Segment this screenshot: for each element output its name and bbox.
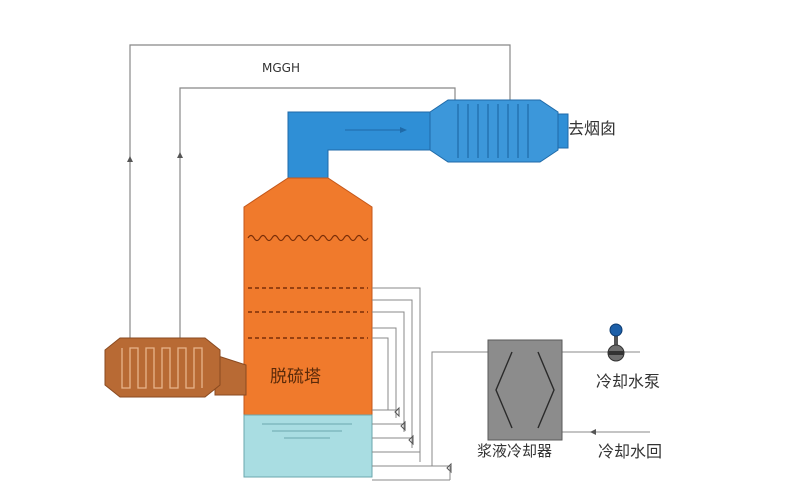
mggh-loop-pipes <box>129 44 511 340</box>
to-chimney-label: 去烟囱 <box>568 119 617 138</box>
mggh-label: MGGH <box>262 61 300 75</box>
tower-label: 脱硫塔 <box>270 367 321 387</box>
spray-levels <box>248 287 368 339</box>
flow-arrow-icon <box>590 429 596 435</box>
desulfurization-tower <box>243 177 373 478</box>
heat-exchanger-icon <box>104 337 247 398</box>
cooling-pump-label: 冷却水泵 <box>596 372 661 391</box>
slurry-cooler-label: 浆液冷却器 <box>477 442 553 460</box>
pump-icon <box>607 323 625 362</box>
flow-arrow-icon <box>127 152 183 162</box>
reheater-unit <box>429 99 569 163</box>
recirculation-pipes <box>372 287 450 467</box>
slurry-cooler <box>487 339 563 441</box>
demister-layer <box>247 234 369 242</box>
valve-icon <box>394 406 452 474</box>
outlet-flue-duct <box>287 111 441 181</box>
cooling-return-label: 冷却水回 <box>598 442 663 461</box>
